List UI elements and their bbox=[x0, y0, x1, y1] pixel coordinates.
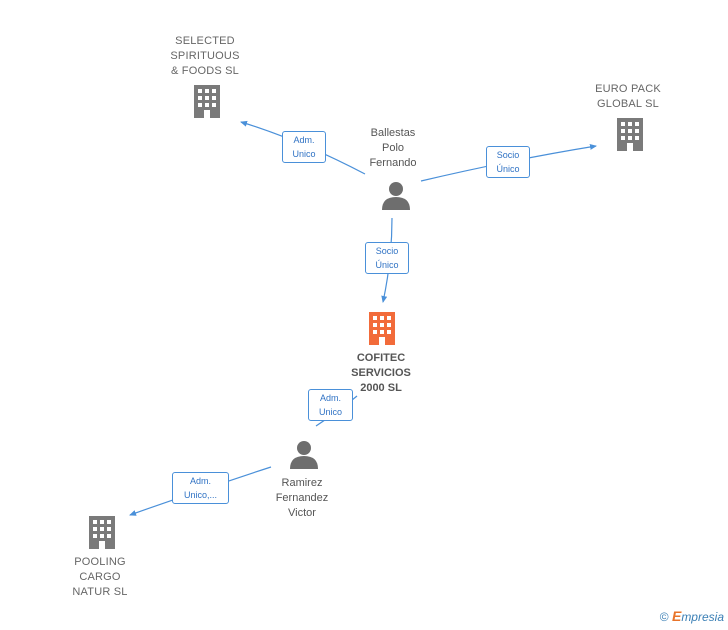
company-label-cofitec[interactable]: COFITEC SERVICIOS 2000 SL bbox=[351, 352, 411, 394]
empresia-watermark: © Empresia bbox=[660, 608, 724, 624]
person-icon bbox=[290, 441, 318, 469]
person-label-ramirez[interactable]: Ramirez Fernandez Victor bbox=[275, 477, 329, 519]
company-label-euro-pack[interactable]: EURO PACK GLOBAL SL bbox=[595, 83, 661, 110]
person-icon bbox=[382, 182, 410, 210]
edge-label-adm-unico: Adm. Unico bbox=[308, 389, 353, 421]
company-node-pooling-cargo[interactable] bbox=[86, 516, 118, 555]
building-icon bbox=[89, 516, 115, 549]
brand-name: mpresia bbox=[681, 610, 724, 624]
person-node-ramirez[interactable] bbox=[289, 440, 319, 475]
company-node-euro-pack[interactable] bbox=[614, 118, 646, 157]
edge-label-socio-unico: Socio Único bbox=[365, 242, 409, 274]
company-node-selected-spirituous[interactable] bbox=[191, 85, 223, 124]
company-node-cofitec[interactable] bbox=[366, 312, 398, 351]
copyright-symbol: © bbox=[659, 610, 669, 624]
edge-label-adm-unico-more: Adm. Unico,... bbox=[172, 472, 229, 504]
building-icon bbox=[194, 85, 220, 118]
building-icon bbox=[369, 312, 395, 345]
building-icon bbox=[617, 118, 643, 151]
brand-initial: E bbox=[671, 608, 682, 624]
company-label-selected-spirituous[interactable]: SELECTED SPIRITUOUS & FOODS SL bbox=[170, 35, 240, 77]
edge-label-adm-unico: Adm. Unico bbox=[282, 131, 326, 163]
person-label-ballestas[interactable]: Ballestas Polo Fernando bbox=[369, 127, 417, 169]
edge-label-socio-unico: Socio Único bbox=[486, 146, 530, 178]
company-label-pooling-cargo[interactable]: POOLING CARGO NATUR SL bbox=[72, 556, 128, 598]
person-node-ballestas[interactable] bbox=[381, 181, 411, 216]
